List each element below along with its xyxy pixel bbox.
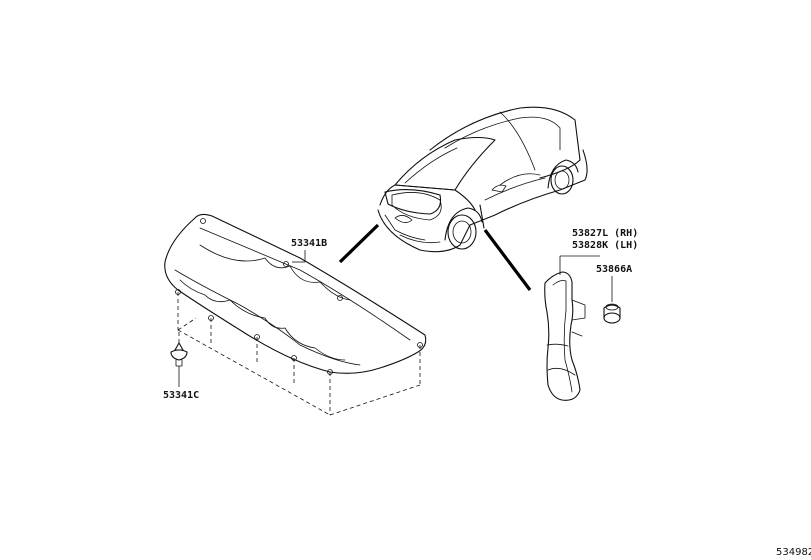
grommet-53866A	[603, 276, 621, 324]
projection-box	[177, 292, 421, 416]
part-label-53866A: 53866A	[596, 264, 632, 275]
seal-53827L-53828K	[544, 271, 586, 401]
part-label-53341C: 53341C	[163, 390, 199, 401]
cover-panel-53341B	[164, 213, 427, 375]
part-label-53828K: 53828K (LH)	[572, 240, 638, 251]
part-label-53341B: 53341B	[291, 238, 327, 249]
vehicle-illustration	[377, 106, 588, 253]
pointer-to-seal	[483, 229, 532, 291]
figure-id: 534982	[776, 547, 811, 558]
pointer-to-hood-cover	[338, 223, 380, 264]
part-label-53827L: 53827L (RH)	[572, 228, 638, 239]
clip-53341C	[170, 330, 188, 387]
